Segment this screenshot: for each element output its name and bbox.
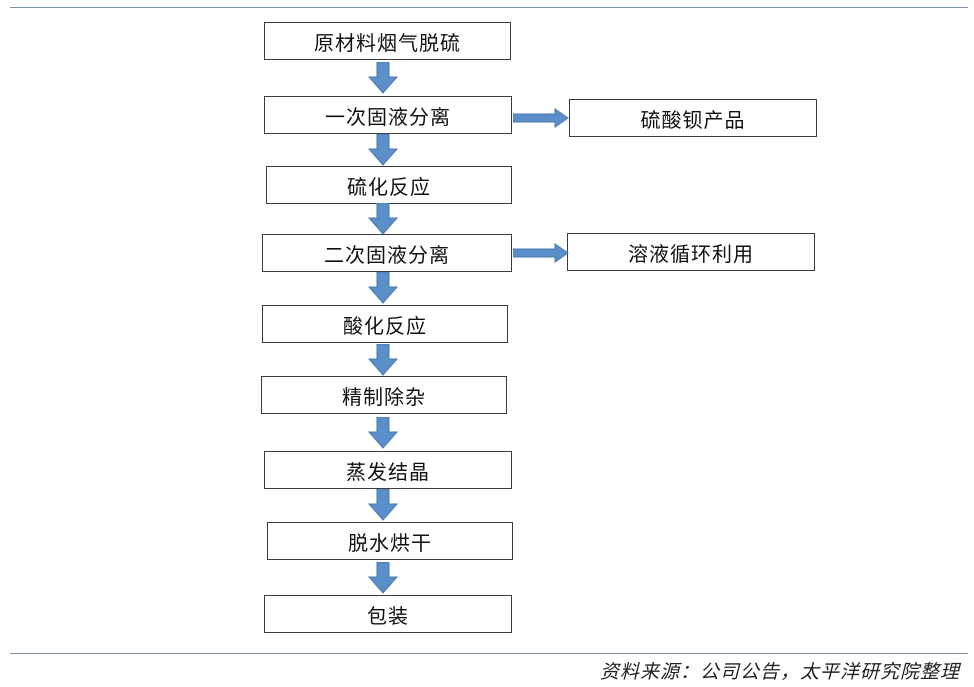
- arrow-down-7: [368, 489, 398, 521]
- output-barium-sulfate-product: 硫酸钡产品: [569, 99, 817, 137]
- bottom-divider: [10, 653, 968, 654]
- step-acidification-reaction: 酸化反应: [262, 305, 508, 343]
- step-packaging: 包装: [264, 595, 512, 633]
- arrow-down-3: [368, 203, 398, 235]
- arrow-down-4: [368, 272, 398, 304]
- arrow-down-2: [368, 134, 398, 166]
- arrow-down-5: [368, 344, 398, 376]
- step-refining-impurity-removal: 精制除杂: [261, 376, 507, 414]
- output-solution-recycling: 溶液循环利用: [567, 233, 815, 271]
- arrow-down-8: [368, 562, 398, 594]
- arrow-right-to-solution-recycling: [513, 243, 569, 263]
- step-first-solid-liquid-separation: 一次固液分离: [264, 96, 512, 134]
- top-divider: [10, 7, 968, 8]
- step-sulfurization-reaction: 硫化反应: [266, 166, 512, 204]
- step-flue-gas-desulfurization: 原材料烟气脱硫: [264, 22, 511, 60]
- step-evaporation-crystallization: 蒸发结晶: [264, 451, 512, 489]
- arrow-down-1: [368, 62, 398, 94]
- arrow-right-to-barium-sulfate: [513, 108, 569, 128]
- arrow-down-6: [368, 417, 398, 449]
- step-dehydration-drying: 脱水烘干: [267, 522, 513, 560]
- source-note: 资料来源：公司公告，太平洋研究院整理: [599, 661, 960, 683]
- step-second-solid-liquid-separation: 二次固液分离: [262, 234, 512, 272]
